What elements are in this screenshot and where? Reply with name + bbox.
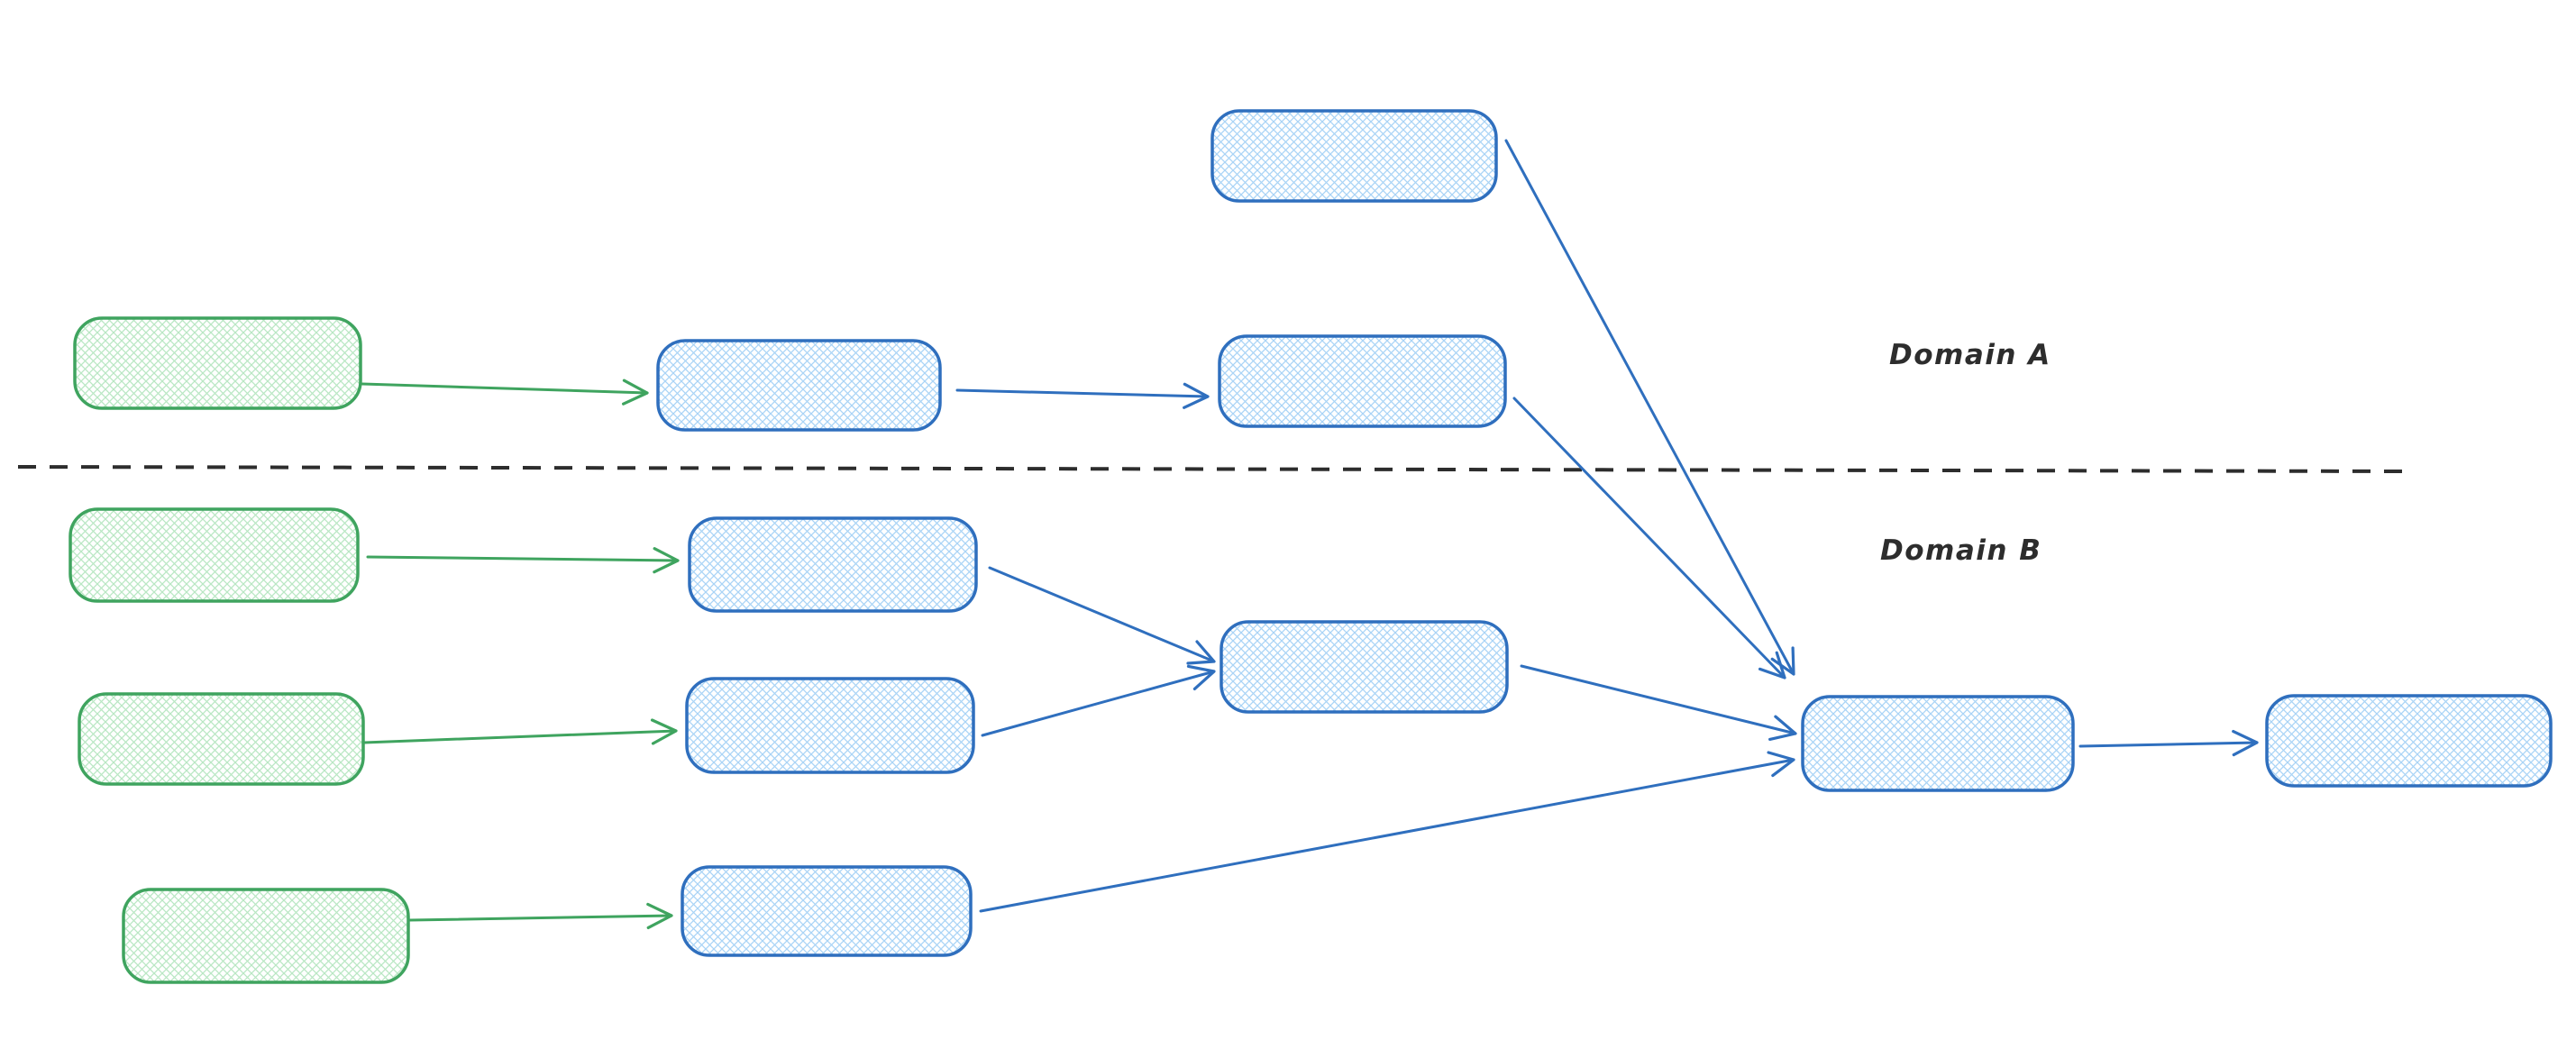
domain-b-label[interactable]: Domain B [1880, 534, 2042, 567]
edge-merge-b-to-central-merge[interactable] [1520, 664, 1797, 741]
domain-separator-dashed-line[interactable] [17, 465, 2415, 473]
domain-b-merge-box[interactable] [1219, 620, 1509, 714]
central-merge-box[interactable] [1801, 695, 2075, 792]
domain-a-label[interactable]: Domain A [1889, 339, 2051, 371]
domain-b-green-source3-box[interactable] [122, 888, 410, 984]
edge-green-a-to-stage1-a[interactable] [361, 379, 649, 406]
domain-b-stage1-row3-box[interactable] [681, 865, 973, 957]
edge-row2-to-merge-b[interactable] [981, 664, 1216, 737]
edge-stage2-a-to-central-merge[interactable] [1512, 397, 1786, 680]
domain-b-green-source2-box[interactable] [78, 692, 365, 786]
edge-green-b2-to-row2[interactable] [362, 718, 678, 745]
edge-green-b3-to-row3[interactable] [408, 902, 673, 930]
edge-row1-to-merge-b[interactable] [988, 566, 1216, 665]
domain-b-stage1-row1-box[interactable] [688, 516, 978, 613]
domain-b-green-source1-box[interactable] [69, 507, 360, 603]
edge-top-source-to-central-merge[interactable] [1504, 139, 1795, 676]
domain-a-top-source-box[interactable] [1210, 109, 1498, 203]
domain-a-stage1-box[interactable] [656, 339, 942, 432]
domain-a-green-source-box[interactable] [73, 316, 362, 410]
domain-b-stage1-row2-box[interactable] [685, 677, 975, 774]
domain-a-stage2-box[interactable] [1218, 334, 1507, 428]
edge-stage1-a-to-stage2-a[interactable] [955, 382, 1210, 409]
final-output-box[interactable] [2265, 694, 2553, 788]
edge-green-b1-to-row1[interactable] [366, 547, 680, 574]
edge-row3-to-central-merge[interactable] [979, 751, 1795, 913]
edge-central-merge-to-final[interactable] [2078, 729, 2259, 757]
